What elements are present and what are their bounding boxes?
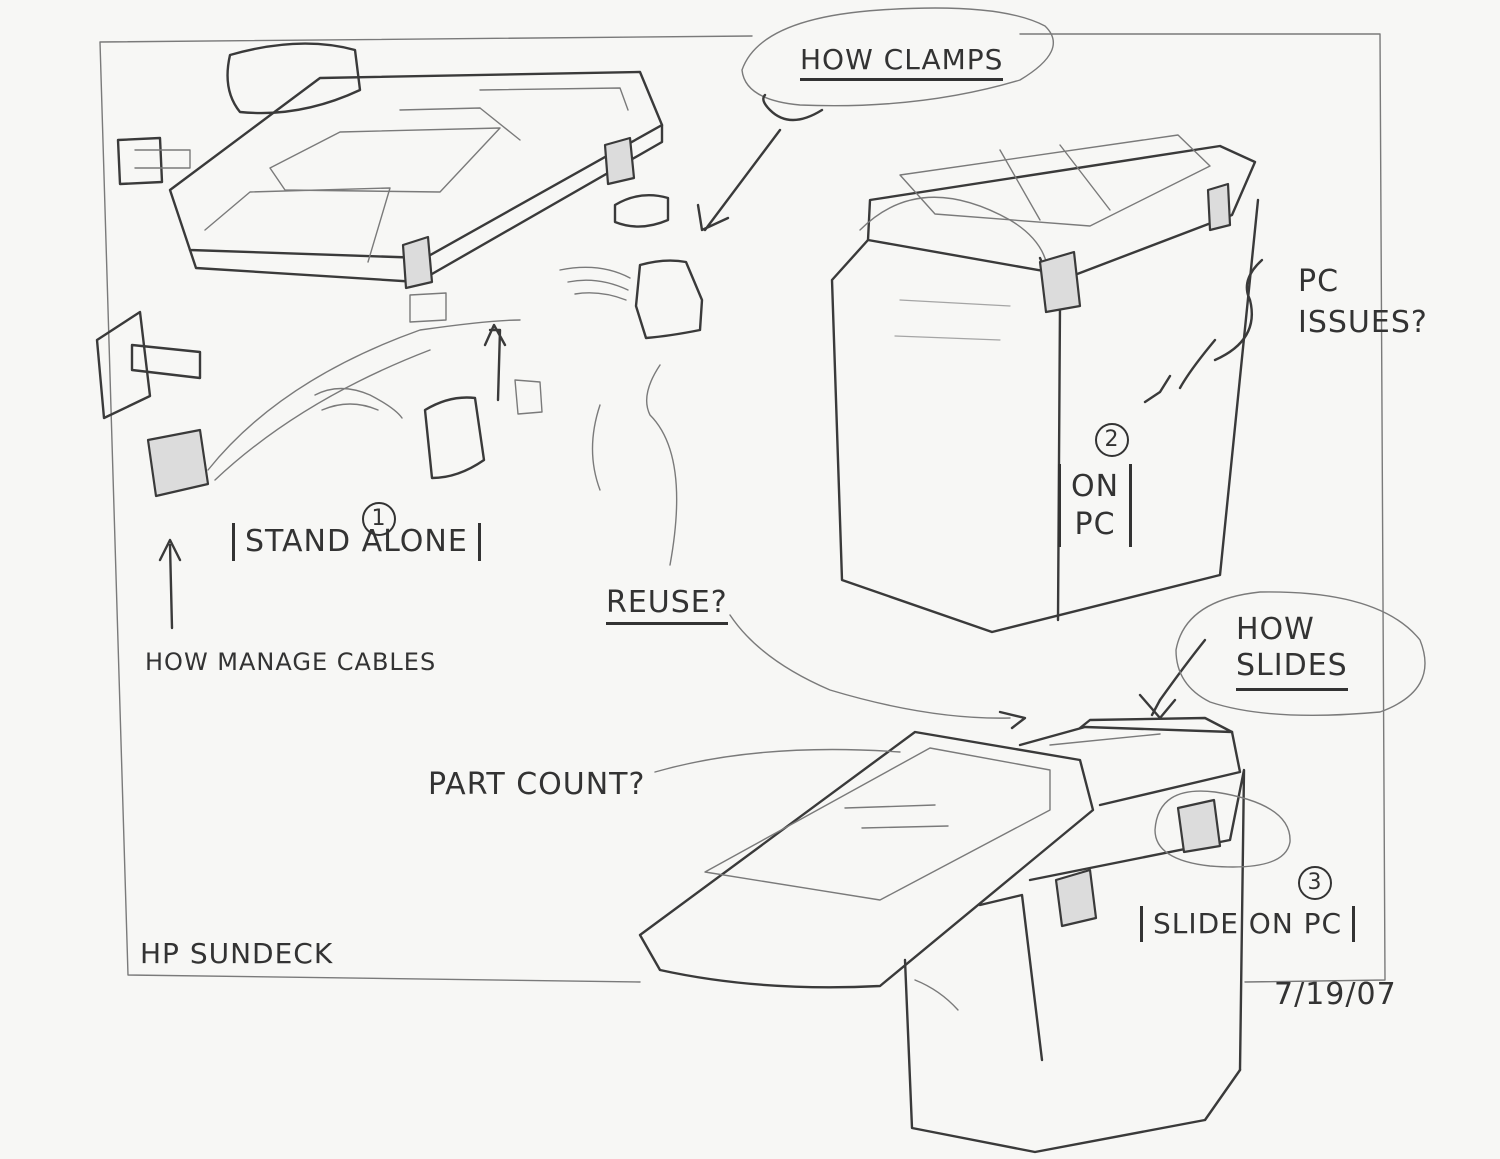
stand-alone-number-badge: 1 [362, 502, 396, 536]
on-pc-concept-sketch [830, 134, 1264, 634]
on-pc-number-badge: 2 [1095, 423, 1129, 457]
slide-on-pc-number-badge: 3 [1298, 866, 1332, 900]
part-count-note: PART COUNT? [428, 767, 646, 802]
on-pc-label: ON PC [1058, 464, 1133, 547]
signature-hp-sundeck: HP SUNDECK [140, 937, 334, 970]
callouts [591, 7, 1426, 1011]
stand-alone-label: STAND ALONE [232, 523, 481, 561]
how-clamps-note: HOW CLAMPS [800, 46, 1004, 81]
pc-issues-note: PC ISSUES? [1298, 264, 1428, 340]
how-manage-cables-note: HOW MANAGE CABLES [145, 648, 437, 676]
how-slides-note: HOW SLIDES [1236, 612, 1348, 691]
sketch-date: 7/19/07 [1274, 977, 1397, 1012]
slide-on-pc-label: SLIDE ON PC [1140, 906, 1356, 942]
reuse-note: REUSE? [606, 588, 728, 625]
slide-on-pc-concept-sketch [638, 638, 1291, 1154]
stand-alone-concept-sketch [95, 42, 704, 630]
page-frame [99, 33, 1386, 983]
